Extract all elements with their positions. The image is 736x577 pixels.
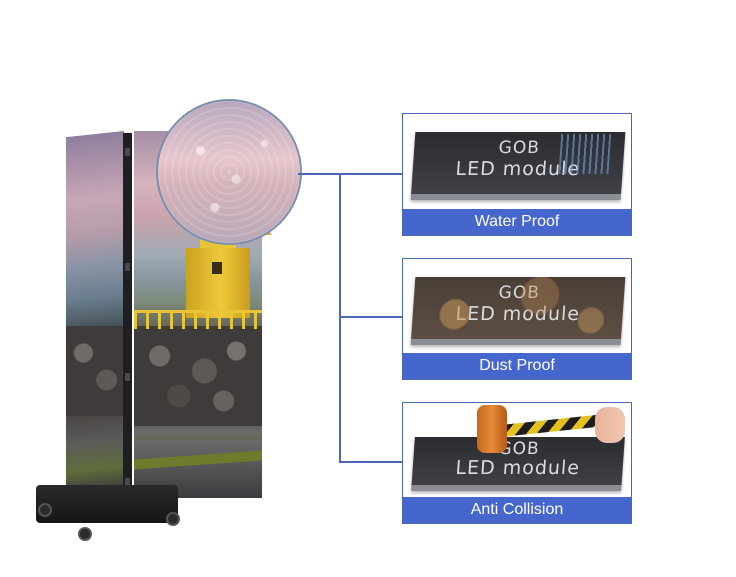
connector-line xyxy=(339,316,402,318)
caster-wheel xyxy=(78,527,92,541)
connector-line xyxy=(339,173,341,463)
feature-card-dust-proof: GOB LED module Dust Proof xyxy=(402,258,632,380)
feature-card-anti-collision: GOB LED module Anti Collision xyxy=(402,402,632,524)
caster-wheel xyxy=(38,503,52,517)
rubber-hammer-icon xyxy=(477,405,507,453)
left-screen-panel xyxy=(66,131,124,495)
hand-icon xyxy=(595,407,625,443)
lighthouse-railing xyxy=(134,310,262,329)
lighthouse-window xyxy=(212,262,222,274)
connector-line xyxy=(298,173,340,175)
module-label-line2: LED module xyxy=(454,457,581,479)
stand-frame xyxy=(123,133,132,493)
frame-latch xyxy=(125,263,130,271)
zoom-detail-circle xyxy=(156,99,302,245)
module-label-line1: GOB xyxy=(497,439,541,459)
frame-latch xyxy=(125,478,130,486)
feature-caption: Anti Collision xyxy=(403,497,631,523)
module-label-line1: GOB xyxy=(497,283,541,303)
module-label-line1: GOB xyxy=(497,138,541,158)
module-label-line2: LED module xyxy=(454,303,581,325)
screen-rocks xyxy=(134,326,262,426)
gob-led-module: GOB LED module xyxy=(410,132,626,200)
stand-base xyxy=(36,485,178,523)
feature-caption: Dust Proof xyxy=(403,353,631,379)
feature-caption: Water Proof xyxy=(403,209,631,235)
frame-latch xyxy=(125,148,130,156)
gob-led-module: GOB LED module xyxy=(411,437,625,491)
left-panel-rocks xyxy=(66,326,124,416)
gob-led-module: GOB LED module xyxy=(410,277,626,345)
frame-latch xyxy=(125,373,130,381)
connector-line xyxy=(339,461,402,463)
caster-wheel xyxy=(166,512,180,526)
lighthouse-tower xyxy=(186,248,250,318)
feature-card-water-proof: GOB LED module Water Proof xyxy=(402,113,632,236)
module-photo: GOB LED module xyxy=(407,263,627,345)
module-photo: GOB LED module xyxy=(407,405,627,491)
module-label-line2: LED module xyxy=(454,158,581,180)
module-photo: GOB LED module xyxy=(407,118,627,200)
connector-line xyxy=(339,173,402,175)
